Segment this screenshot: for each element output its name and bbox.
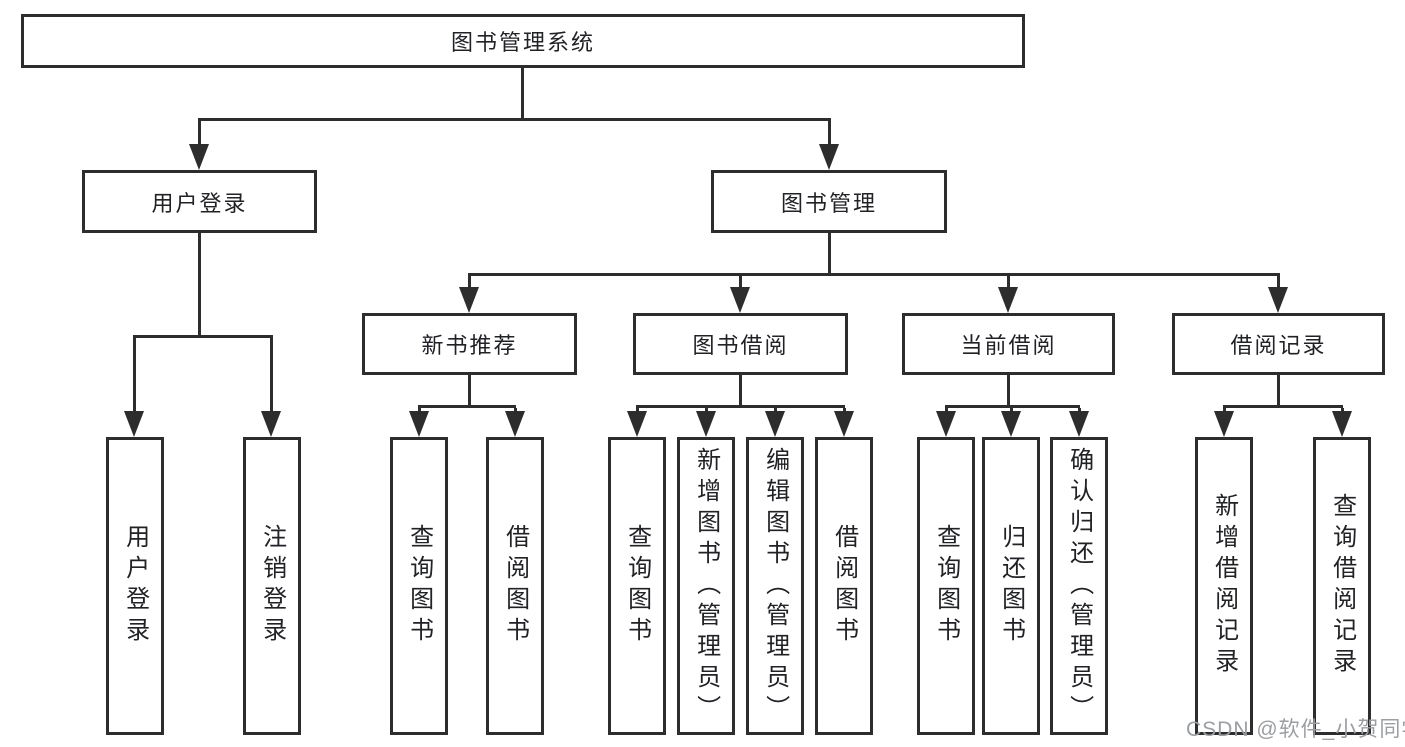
connector-hline	[133, 335, 273, 338]
connector-vline	[521, 68, 524, 118]
connector-hline	[1223, 405, 1343, 408]
leaf-label: 用户登录	[121, 524, 149, 648]
leaf-borrow-books-recommend: 借阅图书	[486, 437, 544, 735]
arrowhead-down-icon	[834, 411, 854, 437]
connector-hline	[636, 405, 845, 408]
arrowhead-down-icon	[261, 411, 281, 437]
node-label: 图书管理系统	[450, 30, 595, 55]
connector-vline	[270, 338, 273, 414]
arrowhead-down-icon	[627, 411, 647, 437]
connector-vline	[468, 276, 471, 289]
connector-vline	[1277, 375, 1280, 405]
leaf-query-borrow-record: 查询借阅记录	[1313, 437, 1371, 735]
leaf-logout: 注销登录	[243, 437, 301, 735]
connector-vline	[198, 121, 201, 149]
node-new-book-recommendation: 新书推荐	[362, 313, 577, 375]
leaf-borrow-books-borrowing: 借阅图书	[815, 437, 873, 735]
node-label: 新书推荐	[421, 333, 518, 358]
arrowhead-down-icon	[730, 287, 750, 313]
arrowhead-down-icon	[696, 411, 716, 437]
connector-hline	[945, 405, 1080, 408]
leaf-label: 新增借阅记录	[1210, 493, 1238, 679]
arrowhead-down-icon	[1214, 411, 1234, 437]
arrowhead-down-icon	[1268, 287, 1288, 313]
connector-vline	[133, 338, 136, 414]
node-current-borrowing: 当前借阅	[902, 313, 1115, 375]
node-book-management: 图书管理	[711, 170, 947, 233]
leaf-label: 查询图书	[623, 524, 651, 648]
connector-hline	[198, 118, 831, 121]
arrowhead-down-icon	[998, 287, 1018, 313]
node-label: 图书管理	[780, 190, 877, 216]
connector-hline	[418, 405, 516, 408]
node-book-borrowing: 图书借阅	[633, 313, 848, 375]
connector-vline	[828, 121, 831, 149]
arrowhead-down-icon	[936, 411, 956, 437]
leaf-user-login: 用户登录	[106, 437, 164, 735]
connector-vline	[1277, 276, 1280, 289]
connector-vline	[1007, 276, 1010, 289]
leaf-label: 新增图书（管理员）	[692, 446, 720, 726]
node-label: 用户登录	[151, 190, 248, 216]
leaf-edit-books-admin: 编辑图书（管理员）	[746, 437, 804, 735]
csdn-watermark: CSDN @软件_小贺同学	[1186, 718, 1405, 741]
connector-vline	[828, 233, 831, 273]
connector-vline	[468, 375, 471, 405]
leaf-confirm-return-admin: 确认归还（管理员）	[1050, 437, 1108, 735]
node-label: 借阅记录	[1230, 333, 1327, 358]
leaf-add-borrow-record: 新增借阅记录	[1195, 437, 1253, 735]
arrowhead-down-icon	[819, 144, 839, 170]
leaf-add-books-admin: 新增图书（管理员）	[677, 437, 735, 735]
leaf-return-books: 归还图书	[982, 437, 1040, 735]
arrowhead-down-icon	[765, 411, 785, 437]
arrowhead-down-icon	[1332, 411, 1352, 437]
leaf-label: 查询借阅记录	[1328, 493, 1356, 679]
connector-hline	[468, 273, 1280, 276]
connector-vline	[1007, 375, 1010, 405]
node-user-login: 用户登录	[82, 170, 317, 233]
connector-vline	[739, 375, 742, 405]
arrowhead-down-icon	[189, 144, 209, 170]
leaf-label: 归还图书	[997, 524, 1025, 648]
node-label: 图书借阅	[692, 333, 789, 358]
node-label: 当前借阅	[960, 333, 1057, 358]
leaf-label: 确认归还（管理员）	[1065, 446, 1093, 726]
leaf-label: 查询图书	[405, 524, 433, 648]
node-library-management-system: 图书管理系统	[21, 14, 1025, 68]
arrowhead-down-icon	[1069, 411, 1089, 437]
connector-vline	[739, 276, 742, 289]
leaf-query-books-borrowing: 查询图书	[608, 437, 666, 735]
leaf-query-books-recommend: 查询图书	[390, 437, 448, 735]
leaf-query-books-current: 查询图书	[917, 437, 975, 735]
arrowhead-down-icon	[1001, 411, 1021, 437]
leaf-label: 注销登录	[258, 524, 286, 648]
arrowhead-down-icon	[409, 411, 429, 437]
leaf-label: 借阅图书	[501, 524, 529, 648]
connector-vline	[198, 233, 201, 335]
arrowhead-down-icon	[505, 411, 525, 437]
node-borrowing-records: 借阅记录	[1172, 313, 1385, 375]
leaf-label: 查询图书	[932, 524, 960, 648]
leaf-label: 借阅图书	[830, 524, 858, 648]
arrowhead-down-icon	[459, 287, 479, 313]
leaf-label: 编辑图书（管理员）	[761, 446, 789, 726]
arrowhead-down-icon	[124, 411, 144, 437]
